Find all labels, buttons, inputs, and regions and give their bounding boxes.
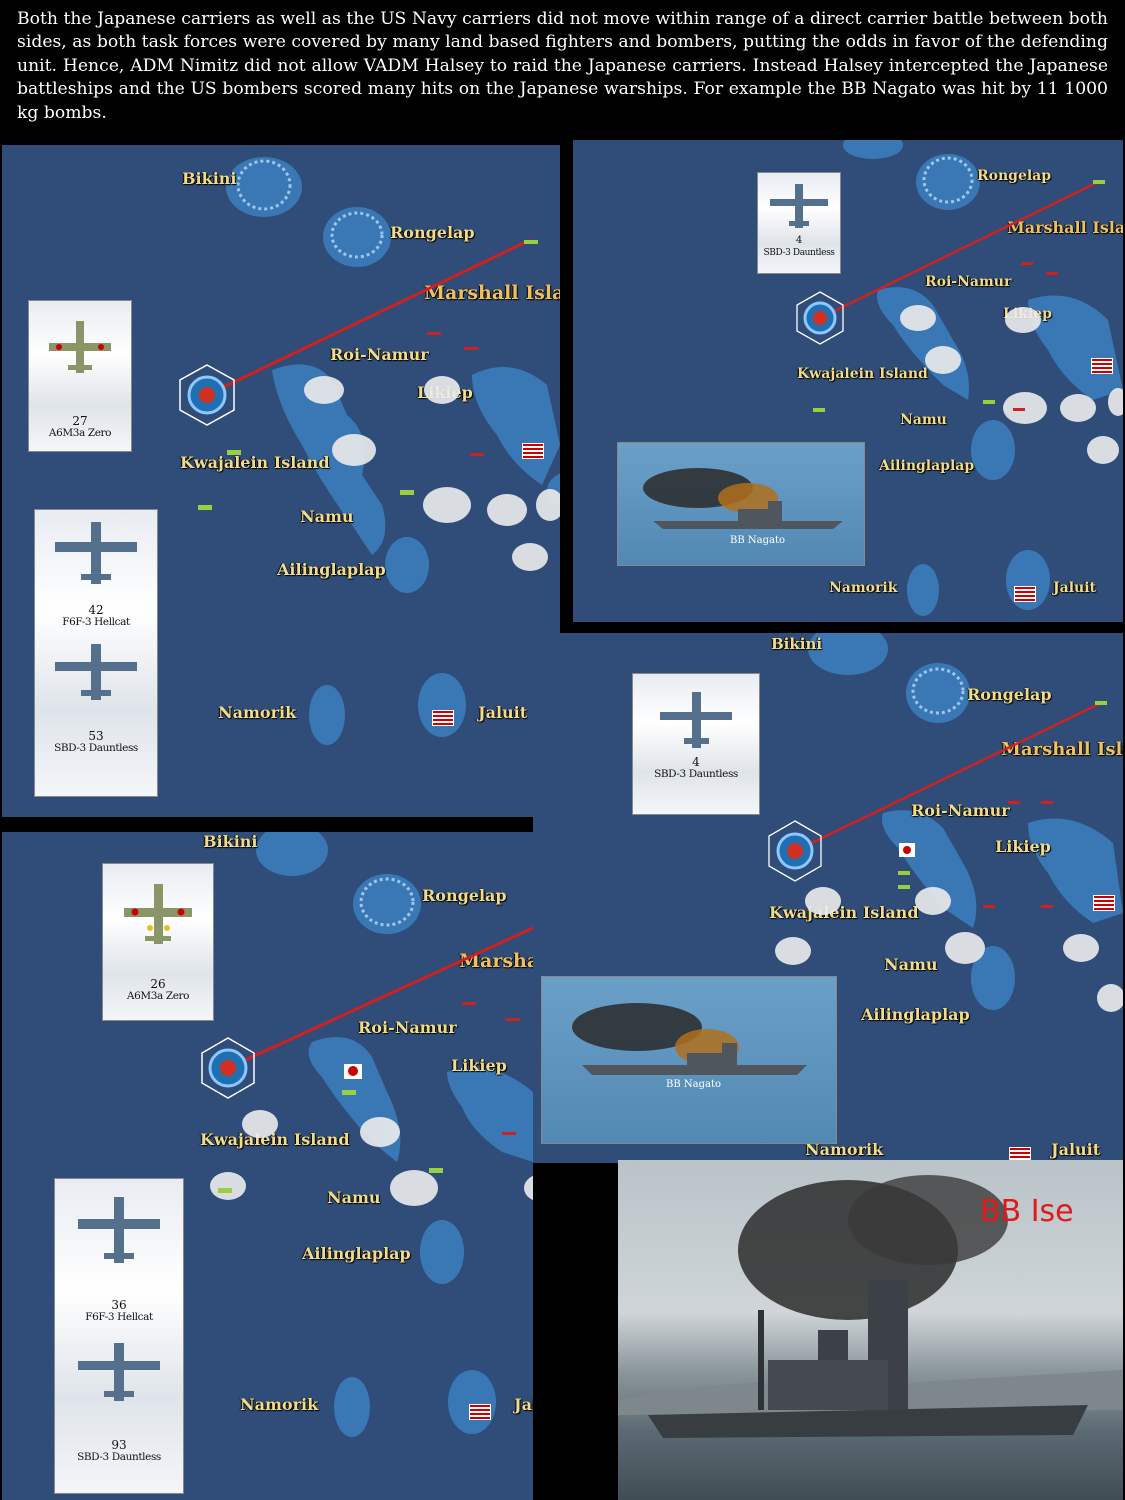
ship-name-label: BB Ise — [980, 1194, 1074, 1229]
bb-nagato-photo: BB Nagato — [541, 976, 837, 1144]
label-kwajalein: Kwajalein Island — [797, 366, 928, 382]
unit-count: 93 — [111, 1438, 127, 1452]
unit-name: SBD-3 Dauntless — [654, 768, 738, 780]
label-bikini: Bikini — [182, 169, 237, 188]
sbd-dauntless-plane-icon — [660, 692, 732, 748]
map-panel-1[interactable]: Bikini Rongelap Marshall Islan Roi-Namur… — [2, 145, 560, 817]
unit-name: SBD-3 Dauntless — [54, 742, 138, 754]
us-flag-icon — [1014, 586, 1036, 602]
label-marshall-islands: Marshall Islan — [424, 282, 560, 304]
label-ailinglaplap: Ailinglaplap — [302, 1244, 411, 1263]
bb-nagato-photo: BB Nagato — [617, 442, 865, 566]
label-roi-namur: Roi-Namur — [330, 345, 429, 364]
label-jaluit: Jaluit — [478, 703, 528, 722]
f6f-hellcat-plane-icon — [55, 522, 137, 584]
unit-card-zero[interactable]: 27 A6M3a Zero — [28, 300, 132, 452]
us-flag-icon — [469, 1404, 491, 1420]
unit-card-dauntless[interactable]: 4 SBD-3 Dauntless — [632, 673, 760, 815]
label-ailinglaplap: Ailinglaplap — [861, 1005, 970, 1024]
label-ailinglaplap: Ailinglaplap — [277, 560, 386, 579]
unit-count: 26 — [150, 977, 166, 991]
map-panel-4[interactable]: Bikini Rongelap Marsha Roi-Namur Likiep … — [2, 832, 533, 1500]
unit-card-zero[interactable]: 26 A6M3a Zero — [102, 863, 214, 1021]
unit-count: 27 — [72, 414, 88, 428]
label-namorik: Namorik — [218, 703, 297, 722]
label-namorik: Namorik — [829, 580, 898, 596]
label-namu: Namu — [300, 507, 354, 526]
label-roi-namur: Roi-Namur — [911, 801, 1010, 820]
unit-card-hellcat-dauntless[interactable]: 36 F6F-3 Hellcat 93 SBD-3 Dauntless — [54, 1178, 184, 1494]
unit-name: A6M3a Zero — [126, 990, 190, 1002]
a6m-zero-plane-icon — [49, 321, 111, 373]
sbd-dauntless-plane-icon — [78, 1343, 160, 1401]
label-roi-namur: Roi-Namur — [358, 1018, 457, 1037]
label-jaluit: Jaluit — [514, 1395, 533, 1414]
sbd-dauntless-plane-icon — [55, 644, 137, 700]
unit-name: SBD-3 Dauntless — [763, 248, 835, 258]
label-likiep: Likiep — [451, 1056, 507, 1075]
label-namu: Namu — [884, 955, 938, 974]
unit-count: 36 — [111, 1298, 127, 1312]
label-rongelap: Rongelap — [967, 685, 1052, 704]
a6m-zero-plane-icon — [124, 884, 192, 944]
unit-count: 4 — [692, 755, 700, 769]
label-kwajalein: Kwajalein Island — [200, 1130, 350, 1149]
unit-count: 42 — [88, 603, 104, 617]
map-panel-3[interactable]: Bikini Rongelap Marshall Isla Roi-Namur … — [533, 633, 1123, 1163]
map-panel-2[interactable]: Rongelap Marshall Islan Roi-Namur Likiep… — [573, 140, 1123, 622]
label-rongelap: Rongelap — [422, 886, 507, 905]
ise-battleship-icon — [618, 1175, 1123, 1438]
label-likiep: Likiep — [995, 837, 1051, 856]
us-flag-icon — [1093, 895, 1115, 911]
label-marshall-islands: Marshall Isla — [1001, 739, 1123, 760]
label-ailinglaplap: Ailinglaplap — [879, 458, 975, 474]
sbd-dauntless-plane-icon — [770, 184, 828, 228]
label-kwajalein: Kwajalein Island — [769, 903, 919, 922]
label-marshall-islands: Marsha — [459, 950, 533, 972]
label-marshall-islands: Marshall Islan — [1007, 218, 1123, 237]
unit-card-dauntless[interactable]: 4 SBD-3 Dauntless — [757, 172, 841, 274]
unit-card-hellcat-dauntless[interactable]: 42 F6F-3 Hellcat 53 SBD-3 Dauntless — [34, 509, 158, 797]
label-namorik: Namorik — [240, 1395, 319, 1414]
label-jaluit: Jaluit — [1051, 1140, 1101, 1159]
unit-name: SBD-3 Dauntless — [77, 1451, 161, 1463]
unit-name: F6F-3 Hellcat — [62, 616, 130, 628]
unit-count: 4 — [795, 235, 803, 246]
f6f-hellcat-plane-icon — [78, 1197, 160, 1263]
nagato-burning-ship-icon — [572, 1003, 807, 1075]
bb-ise-photo: BB Ise — [618, 1160, 1123, 1500]
unit-count: 53 — [88, 729, 104, 743]
ship-caption: BB Nagato — [730, 535, 785, 546]
label-namu: Namu — [900, 412, 947, 428]
label-likiep: Likiep — [417, 383, 473, 402]
label-rongelap: Rongelap — [977, 168, 1052, 184]
label-jaluit: Jaluit — [1053, 580, 1096, 596]
label-roi-namur: Roi-Namur — [925, 274, 1012, 290]
unit-name: A6M3a Zero — [48, 427, 112, 439]
label-rongelap: Rongelap — [390, 223, 475, 242]
label-bikini: Bikini — [771, 635, 823, 653]
caption-text: Both the Japanese carriers as well as th… — [0, 0, 1125, 138]
unit-name: F6F-3 Hellcat — [85, 1311, 153, 1323]
us-flag-icon — [1091, 358, 1113, 374]
label-kwajalein: Kwajalein Island — [180, 453, 330, 472]
us-flag-icon — [432, 710, 454, 726]
label-namu: Namu — [327, 1188, 381, 1207]
ship-caption: BB Nagato — [666, 1079, 721, 1090]
label-namorik: Namorik — [805, 1140, 884, 1159]
nagato-burning-ship-icon — [643, 468, 843, 529]
label-likiep: Likiep — [1003, 306, 1052, 322]
us-flag-icon — [522, 443, 544, 459]
label-bikini: Bikini — [203, 832, 258, 851]
